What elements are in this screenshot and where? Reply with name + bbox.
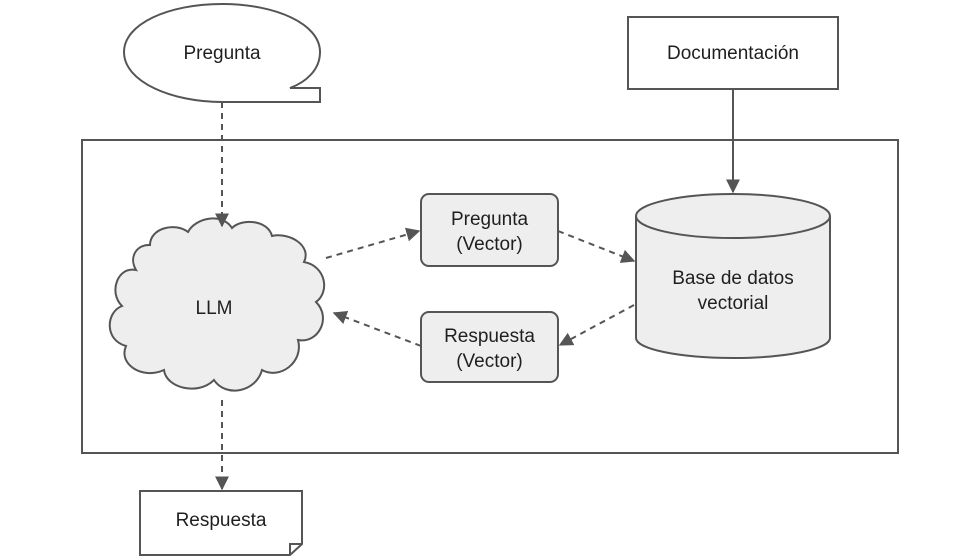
edge-pregunta-vector-to-db [557,230,636,263]
respuesta-vector-label-line2: (Vector) [456,351,523,372]
respuesta-vector-node: Respuesta (Vector) [420,311,559,383]
pregunta-vector-node: Pregunta (Vector) [420,193,559,267]
documentacion-label: Documentación [667,43,799,64]
respuesta-vector-label-line1: Respuesta [444,326,535,347]
system-container [81,139,899,454]
pregunta-node: Pregunta [122,2,322,103]
pregunta-vector-label-line2: (Vector) [456,234,523,255]
pregunta-vector-label-line1: Pregunta [451,209,529,230]
edge-llm-to-pregunta-vector [325,227,421,259]
pregunta-label: Pregunta [183,43,261,64]
cylinder-body [635,216,831,359]
edge-respuesta-vector-to-llm [332,310,422,347]
respuesta-label: Respuesta [176,510,267,531]
document-shape [139,490,303,556]
cloud-shape [108,217,325,392]
speech-bubble-shape [122,2,322,103]
base-datos-label-line2: vectorial [698,293,769,314]
base-datos-label-line1: Base de datos [672,268,793,289]
llm-node: LLM [108,217,325,392]
llm-label: LLM [196,298,233,319]
edge-db-to-respuesta-vector [558,304,635,346]
cylinder-top [635,193,831,239]
respuesta-node: Respuesta [139,490,303,556]
documentacion-node: Documentación [627,16,839,90]
base-datos-node: Base de datos vectorial [635,193,831,359]
